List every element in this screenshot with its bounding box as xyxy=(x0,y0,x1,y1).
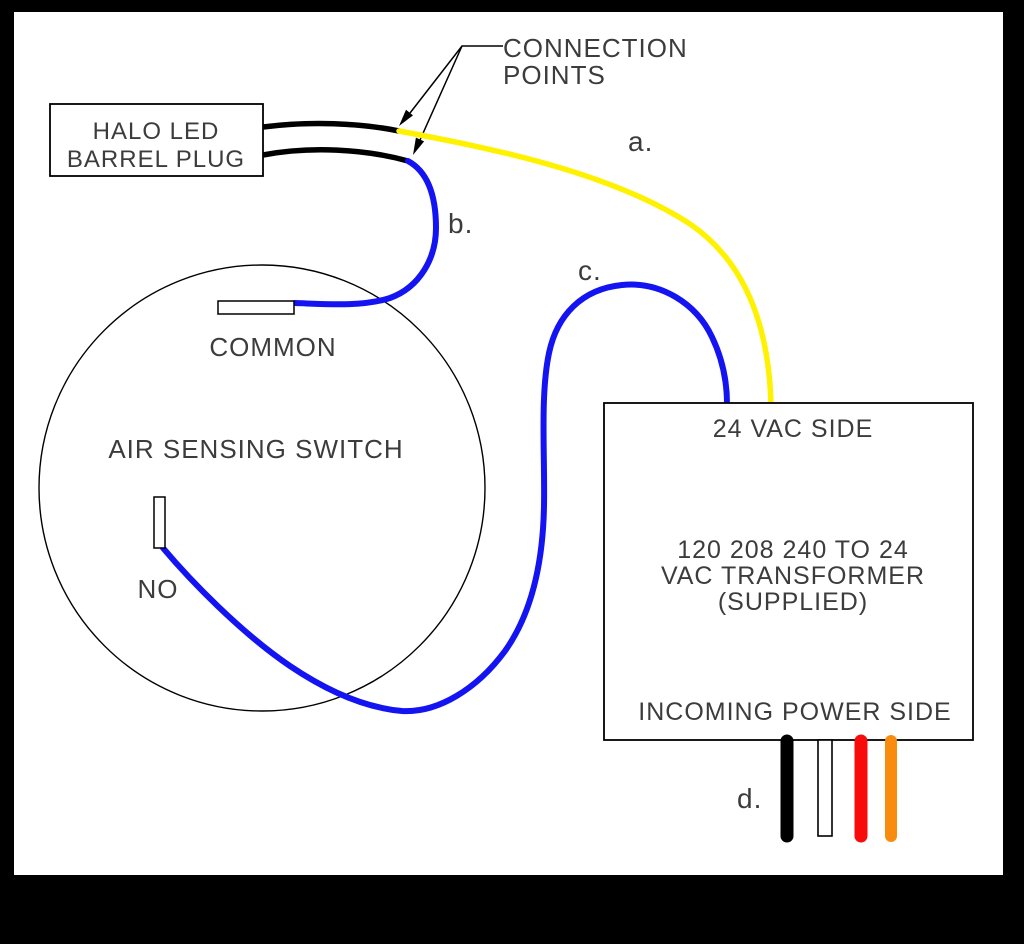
common-terminal-label: COMMON xyxy=(209,332,336,362)
arrowhead-icon xyxy=(399,109,413,126)
halo-led-barrel-plug-label-line2: BARREL PLUG xyxy=(67,146,245,173)
transformer-title-line3: (SUPPLIED) xyxy=(718,588,868,616)
wire-c-blue xyxy=(160,281,730,715)
transformer-24vac-side-label: 24 VAC SIDE xyxy=(713,415,874,443)
no-terminal-label: NO xyxy=(138,574,179,604)
no-terminal xyxy=(153,496,166,549)
air-sensing-switch-label: AIR SENSING SWITCH xyxy=(108,434,403,464)
leader-lines xyxy=(409,45,503,141)
common-terminal xyxy=(217,300,295,315)
wire-label-a: a. xyxy=(628,126,653,157)
connection-points-label-line1: CONNECTION xyxy=(503,33,688,63)
wire-d-white xyxy=(817,739,833,837)
plug-lead-bottom-black-wire xyxy=(262,147,409,164)
transformer-box xyxy=(603,402,974,741)
connection-points-label-line2: POINTS xyxy=(503,60,606,90)
wire-label-b: b. xyxy=(448,208,473,239)
plug-lead-top-black-wire xyxy=(262,120,400,134)
wire-a-yellow xyxy=(396,128,774,407)
halo-led-barrel-plug-box xyxy=(49,103,264,177)
arrowhead-icon xyxy=(413,137,425,155)
air-sensing-switch-circle xyxy=(38,264,486,712)
wire-label-d: d. xyxy=(737,783,762,814)
halo-led-barrel-plug-label-line1: HALO LED xyxy=(93,118,220,145)
wire-label-c: c. xyxy=(578,255,602,286)
transformer-title-line2: VAC TRANSFORMER xyxy=(661,562,925,590)
transformer-incoming-power-label: INCOMING POWER SIDE xyxy=(638,698,951,726)
transformer-title-line1: 120 208 240 TO 24 xyxy=(677,536,909,564)
wire-b-blue xyxy=(292,158,440,308)
